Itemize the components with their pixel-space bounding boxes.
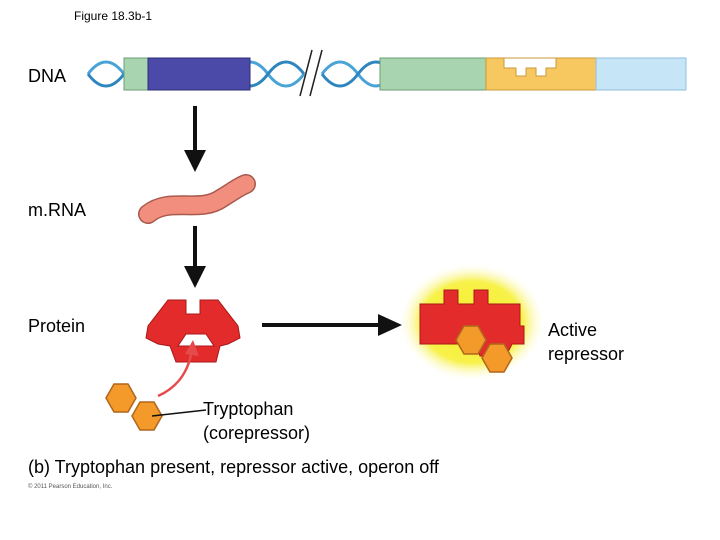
inactive-repressor-protein	[145, 299, 241, 363]
tryptophan-hexagon-2	[131, 401, 163, 431]
tryptophan-label-line2: (corepressor)	[203, 423, 311, 443]
arrow-dna-to-mrna	[184, 106, 206, 172]
dna-break-marks	[299, 49, 323, 97]
dna-promoter-region	[595, 57, 687, 91]
bound-tryptophan	[455, 325, 513, 373]
protein-label: Protein	[28, 316, 86, 336]
active-label-line1: Active	[548, 320, 598, 340]
dna-gene-purple	[147, 57, 251, 91]
mrna-strand-fill	[139, 175, 255, 223]
bound-hexagon-1	[455, 325, 487, 355]
tryptophan-label: Tryptophan (corepressor)	[203, 397, 310, 445]
binding-arrow	[157, 340, 199, 398]
tryptophan-hexagon-1	[105, 383, 137, 413]
figure-caption: (b) Tryptophan present, repressor active…	[28, 457, 439, 477]
repressor-binding-pocket	[177, 333, 215, 347]
tryptophan-molecule	[105, 383, 163, 431]
tryptophan-leader-line	[151, 409, 207, 417]
active-repressor-label: Active repressor	[548, 318, 624, 366]
figure-label: Figure 18.3b-1	[74, 9, 153, 23]
copyright-text: © 2011 Pearson Education, Inc.	[28, 484, 113, 490]
dna-gene-green-left	[123, 57, 149, 91]
arrow-mrna-to-protein	[184, 226, 206, 288]
tryptophan-label-line1: Tryptophan	[203, 399, 294, 419]
active-repressor-protein	[419, 289, 525, 357]
active-label-line2: repressor	[548, 344, 625, 364]
mrna-label: m.RNA	[28, 200, 86, 220]
bound-hexagon-2	[481, 343, 513, 373]
dna-operator-notch	[503, 57, 557, 77]
dna-gene-green-right	[379, 57, 487, 91]
arrow-to-active-repressor	[262, 314, 402, 336]
dna-label: DNA	[28, 66, 67, 86]
